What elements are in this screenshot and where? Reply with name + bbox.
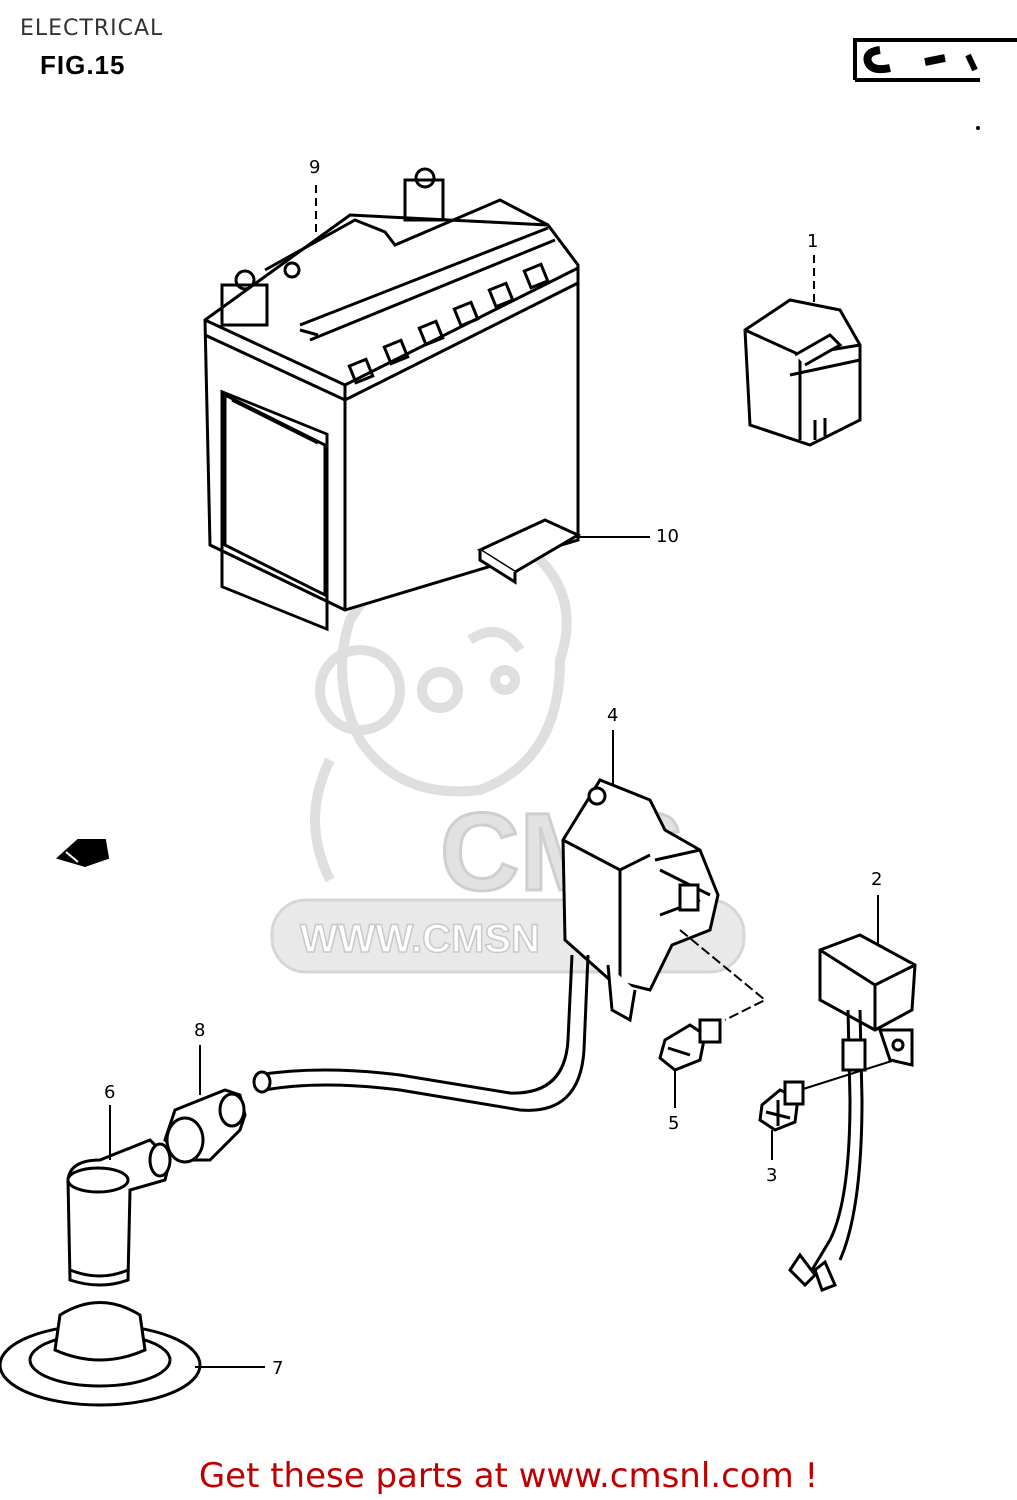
front-arrow-icon bbox=[56, 839, 110, 868]
callout-regulator-screw: 3 bbox=[766, 1165, 778, 1186]
callout-battery-pad: 10 bbox=[656, 526, 679, 547]
ignition-coil bbox=[561, 778, 720, 1023]
regulator bbox=[818, 933, 917, 1067]
ht-cable bbox=[252, 954, 590, 1112]
coil-bolt bbox=[658, 1018, 722, 1072]
relay bbox=[743, 298, 862, 447]
battery-pad bbox=[476, 518, 582, 585]
callout-regulator: 2 bbox=[871, 869, 883, 890]
regulator-screw bbox=[758, 1080, 805, 1132]
plug-cover bbox=[0, 1301, 202, 1407]
cap-seal bbox=[163, 1088, 247, 1164]
callout-cover: 7 bbox=[272, 1358, 284, 1379]
corner-code-box bbox=[853, 38, 1017, 82]
coil-bolt-leader bbox=[679, 929, 767, 1021]
regulator-screw-leader bbox=[799, 1059, 896, 1091]
battery-terminal-positive bbox=[403, 167, 445, 222]
callout-battery: 9 bbox=[309, 157, 321, 178]
figure-label: FIG.15 bbox=[40, 50, 126, 80]
callout-plug-cap: 6 bbox=[104, 1082, 116, 1103]
battery-terminal-negative bbox=[220, 269, 269, 327]
battery bbox=[203, 167, 580, 632]
watermark-url: WWW.CMSN bbox=[300, 917, 540, 961]
section-title: ELECTRICAL bbox=[20, 16, 164, 41]
callout-relay: 1 bbox=[807, 231, 819, 252]
battery-cell-caps bbox=[347, 262, 550, 385]
corner-dot bbox=[976, 126, 980, 130]
callout-cap-seal: 8 bbox=[194, 1020, 206, 1041]
leader-lines bbox=[109, 185, 879, 1368]
plug-cap bbox=[66, 1138, 172, 1287]
cta-link[interactable]: Get these parts at www.cmsnl.com ! bbox=[198, 1456, 819, 1496]
callout-coil-bolt: 5 bbox=[668, 1113, 680, 1134]
callout-ignition-coil: 4 bbox=[607, 705, 619, 726]
regulator-leads bbox=[788, 1009, 867, 1292]
